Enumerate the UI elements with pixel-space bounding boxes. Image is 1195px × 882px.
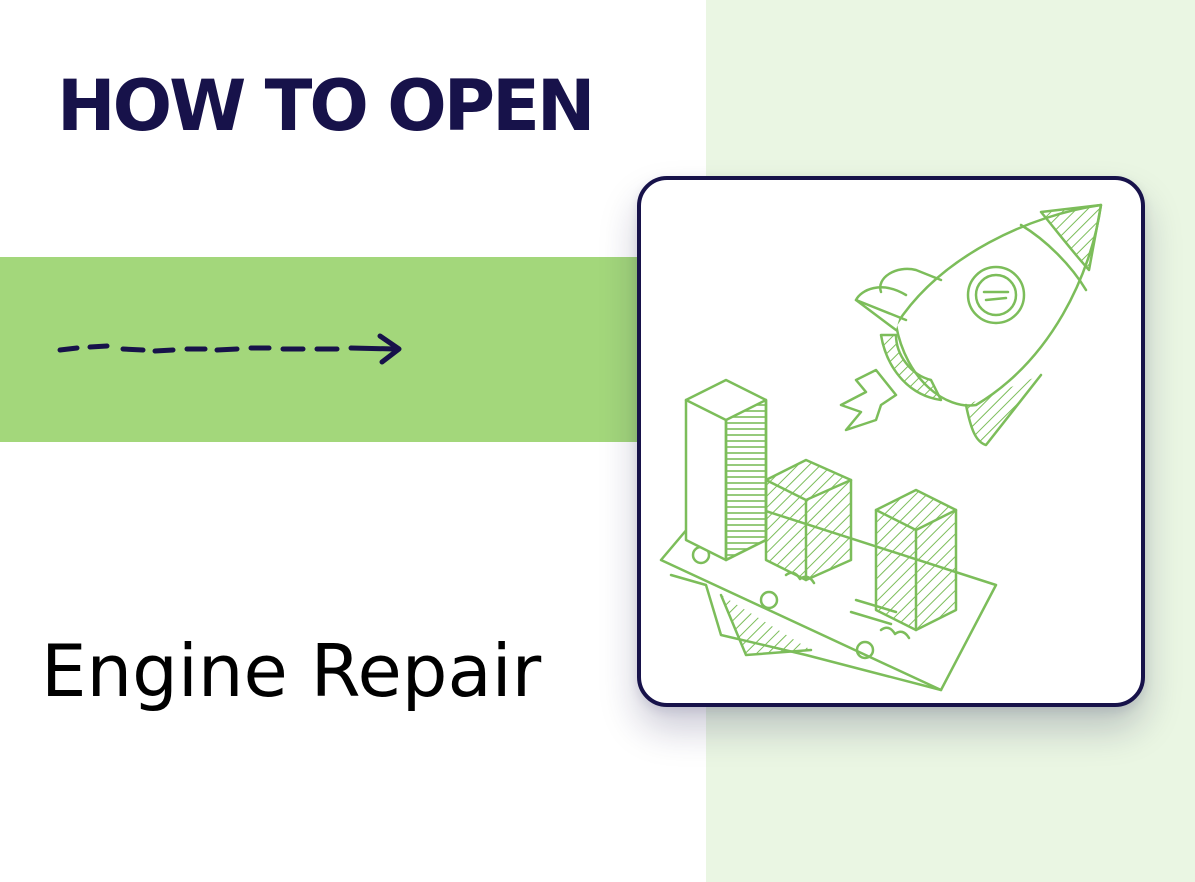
dashed-arrow-right-icon [57, 333, 402, 365]
rocket-growth-chart-icon [659, 203, 1103, 692]
page-title: HOW TO OPEN [57, 65, 596, 147]
illustration-card [637, 176, 1145, 707]
page-subtitle: Engine Repair [41, 629, 542, 713]
